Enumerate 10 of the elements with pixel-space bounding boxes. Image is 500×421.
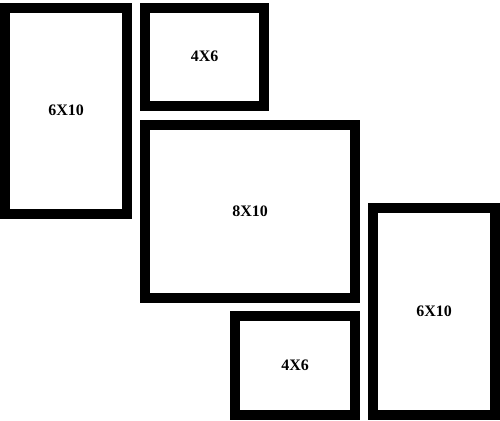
picture-frame bbox=[230, 311, 360, 420]
picture-frame bbox=[368, 203, 500, 420]
size-label: 4X6 bbox=[281, 356, 309, 374]
picture-frame bbox=[140, 120, 360, 303]
picture-frame bbox=[140, 3, 269, 111]
size-label: 6X10 bbox=[48, 102, 84, 120]
picture-frame bbox=[0, 3, 132, 219]
size-label: 8X10 bbox=[232, 202, 268, 220]
size-label: 4X6 bbox=[190, 48, 218, 66]
size-label: 6X10 bbox=[416, 302, 452, 320]
